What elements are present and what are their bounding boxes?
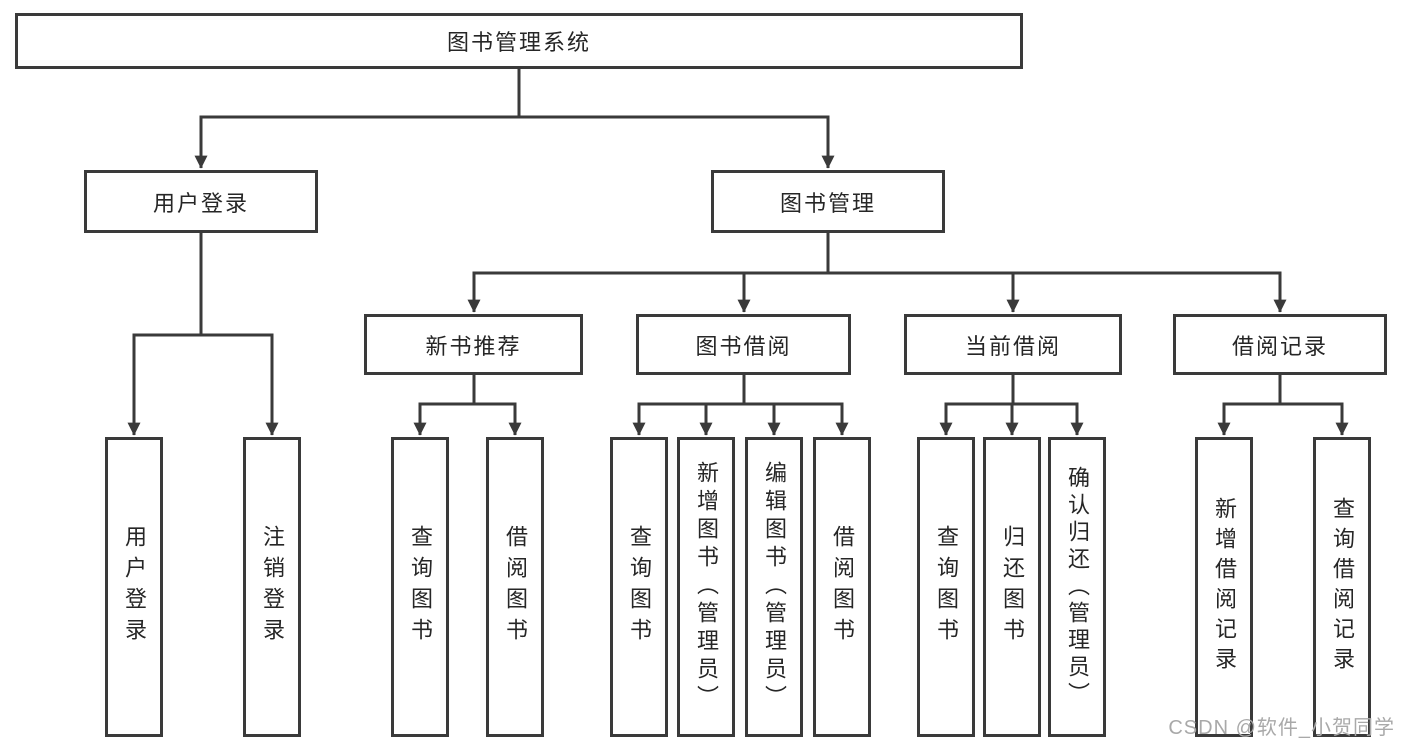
connector-current-borrow — [939, 375, 1084, 436]
node-new-book-recommend: 新书推荐 — [364, 314, 583, 375]
connector-borrow-record — [1217, 375, 1349, 436]
leaf-query-borrow-record: 查询借阅记录 — [1313, 437, 1371, 737]
leaf-user-login: 用户登录 — [105, 437, 163, 737]
leaf-confirm-return-admin: 确认归还（管理员） — [1048, 437, 1106, 737]
leaf-borrow-books: 借阅图书 — [813, 437, 871, 737]
leaf-return-books: 归还图书 — [983, 437, 1041, 737]
node-book-borrow: 图书借阅 — [636, 314, 851, 375]
leaf-recommend-query-books: 查询图书 — [391, 437, 449, 737]
leaf-recommend-borrow-books: 借阅图书 — [486, 437, 544, 737]
connector-new-book-recommend — [413, 375, 522, 436]
node-current-borrow: 当前借阅 — [904, 314, 1122, 375]
node-book-management: 图书管理 — [711, 170, 945, 233]
connector-root — [194, 69, 835, 169]
node-root-system: 图书管理系统 — [15, 13, 1023, 69]
connector-user-login — [127, 233, 279, 436]
node-user-login: 用户登录 — [84, 170, 318, 233]
leaf-add-borrow-record: 新增借阅记录 — [1195, 437, 1253, 737]
leaf-edit-books-admin: 编辑图书（管理员） — [745, 437, 803, 737]
csdn-watermark: CSDN @软件_小贺同学 — [1168, 717, 1395, 739]
leaf-current-query-books: 查询图书 — [917, 437, 975, 737]
leaf-borrow-query-books: 查询图书 — [610, 437, 668, 737]
node-borrow-record: 借阅记录 — [1173, 314, 1387, 375]
connector-book-borrow — [632, 375, 849, 436]
leaf-logout: 注销登录 — [243, 437, 301, 737]
leaf-add-books-admin: 新增图书（管理员） — [677, 437, 735, 737]
connector-book-management — [467, 233, 1287, 313]
